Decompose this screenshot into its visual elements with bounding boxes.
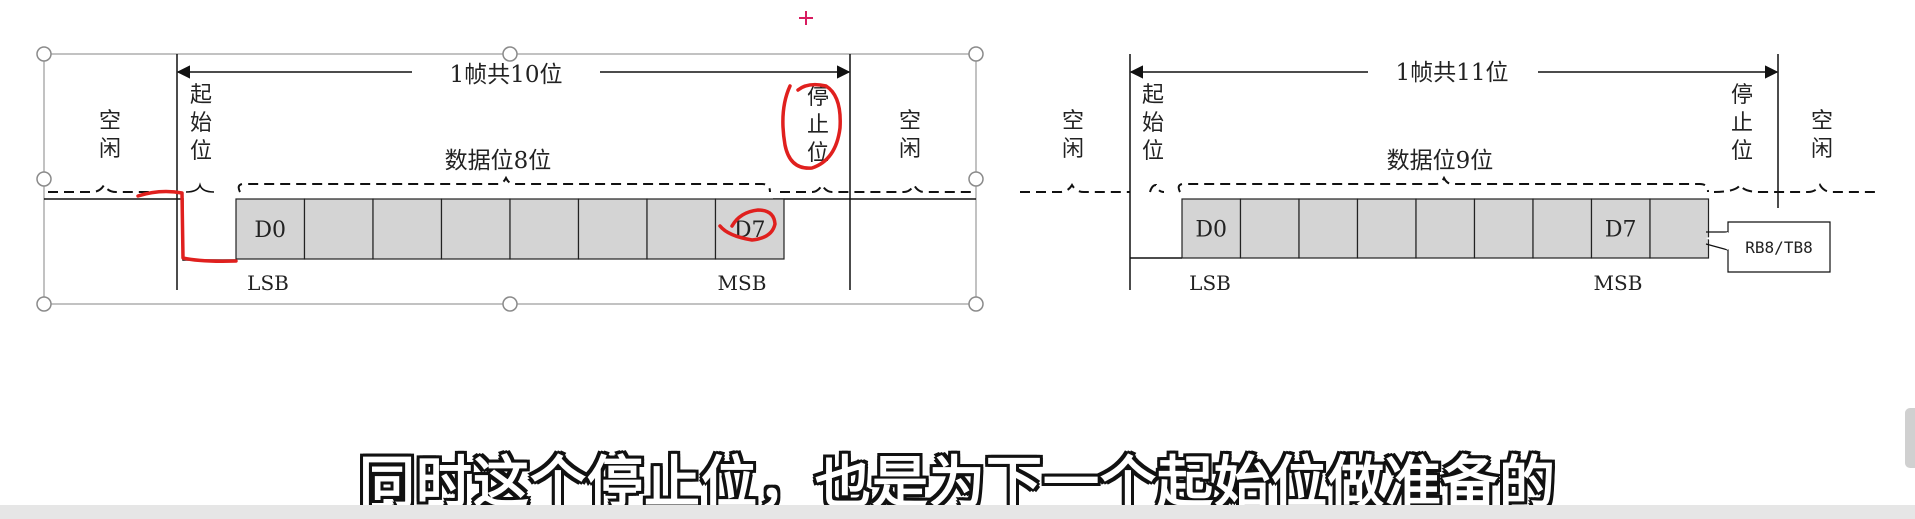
right-msb-label: MSB bbox=[1594, 271, 1643, 295]
right-idle-label-left: 空闲 bbox=[1062, 109, 1084, 162]
left-idle-label-left: 空闲 bbox=[99, 109, 121, 162]
left-cell-0 bbox=[235, 198, 306, 260]
right-cell-0 bbox=[1181, 198, 1242, 259]
right-data-bits-label: 数据位9位 bbox=[1387, 148, 1494, 174]
right-cell-4 bbox=[1415, 198, 1476, 259]
selection-box bbox=[43, 53, 977, 305]
right-cell-5 bbox=[1473, 198, 1534, 259]
selection-handles[interactable] bbox=[36, 46, 984, 312]
left-msb-label: MSB bbox=[718, 271, 767, 295]
left-waveform bbox=[44, 198, 236, 261]
rb8-tb8-callout: RB8/TB8 bbox=[1705, 221, 1831, 273]
left-cell-2 bbox=[372, 198, 443, 260]
left-idle-label-right: 空闲 bbox=[899, 109, 921, 162]
left-cell-6 bbox=[646, 198, 717, 260]
left-cell-1 bbox=[303, 198, 374, 260]
right-idle-label-right: 空闲 bbox=[1811, 109, 1833, 162]
red-annotations bbox=[136, 82, 842, 263]
right-cell-7 bbox=[1590, 198, 1651, 259]
rb8-tb8-label: RB8/TB8 bbox=[1745, 238, 1812, 257]
bottom-bar bbox=[0, 505, 1915, 519]
left-data-bits-label: 数据位8位 bbox=[445, 148, 552, 174]
plus-icon bbox=[799, 11, 813, 25]
left-stop-bit-label: 停止位 bbox=[807, 85, 829, 166]
right-start-bit-label: 起始位 bbox=[1142, 83, 1164, 164]
right-cell-3 bbox=[1356, 198, 1417, 259]
right-cell-6 bbox=[1532, 198, 1593, 259]
left-lsb-label: LSB bbox=[247, 271, 289, 295]
left-frame-title: 1帧共10位 bbox=[450, 62, 563, 88]
right-cell-label: D7 bbox=[1605, 218, 1637, 243]
right-data-cells: D0 D7 bbox=[1181, 198, 1710, 259]
left-start-bit-label: 起始位 bbox=[190, 83, 212, 164]
right-lsb-label: LSB bbox=[1189, 271, 1231, 295]
right-frame-title: 1帧共11位 bbox=[1396, 60, 1509, 86]
right-cell-8 bbox=[1649, 198, 1710, 259]
left-cell-5 bbox=[577, 198, 648, 260]
left-signal-dashed bbox=[48, 175, 976, 193]
left-cell-4 bbox=[509, 198, 580, 260]
right-cell-2 bbox=[1298, 198, 1359, 259]
left-cell-3 bbox=[440, 198, 511, 260]
right-cell-1 bbox=[1239, 198, 1300, 259]
right-stop-bit-label: 停止位 bbox=[1731, 83, 1753, 164]
scrollbar-thumb[interactable] bbox=[1905, 408, 1915, 468]
right-cell-label: D0 bbox=[1195, 218, 1227, 243]
right-signal-dashed bbox=[1020, 175, 1876, 193]
left-cell-label: D0 bbox=[254, 218, 286, 243]
